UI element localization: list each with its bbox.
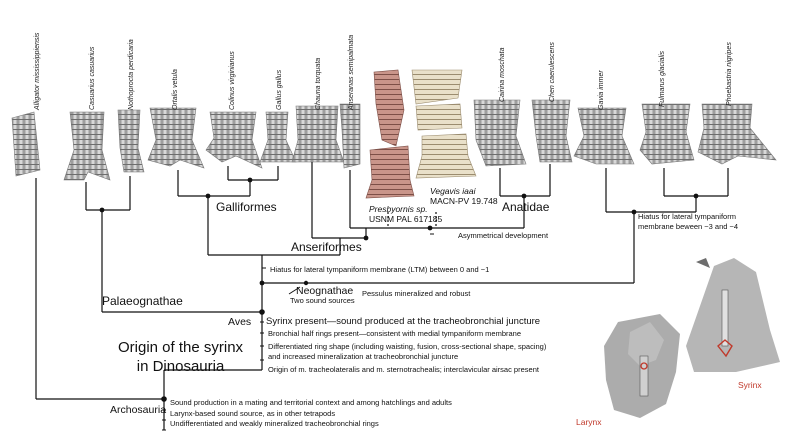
specimen-alligator [11, 111, 41, 177]
note-hiatus-ltm: Hiatus for lateral tympaniform membrane … [270, 265, 490, 274]
clade-anseriformes: Anseriformes [291, 240, 362, 254]
specimen-casuarius [63, 111, 111, 181]
heading-origin-line1: Origin of the syrinx [118, 339, 244, 356]
specimen-phoebastria [697, 103, 777, 165]
syrinx-inset [686, 258, 780, 372]
specimen-chauna [291, 105, 345, 163]
note-archosauria: Sound production in a mating and territo… [170, 398, 452, 430]
syrinx-caption: Syrinx [738, 380, 762, 390]
specimen-colinus [205, 111, 263, 169]
taxon-casuarius: Casuarius casuarius [89, 46, 96, 110]
fossil-label-presbyornis: Presbyornis sp. USNM PAL 617185 [369, 204, 442, 224]
note-arch-line2: Larynx-based sound source, as in other t… [170, 408, 336, 418]
fossil-label-vegavis: Vegavis iaai MACN-PV 19.748 [430, 186, 498, 206]
clade-neognathae: Neognathae [296, 285, 354, 297]
clade-galliformes: Galliformes [216, 200, 277, 214]
specimen-gavia [573, 107, 635, 165]
note-arch-line3: Undifferentiated and weakly mineralized … [170, 419, 379, 428]
note-half-rings: Bronchial half rings present—consistent … [268, 329, 522, 338]
tree-nodes [99, 177, 699, 402]
specimen-anseranas [339, 103, 361, 169]
taxon-alligator: Alligator mississippiensis [34, 32, 41, 110]
vegavis-specimen: MACN-PV 19.748 [430, 196, 498, 206]
fossil-presbyornis [365, 145, 415, 199]
character-ticks [162, 211, 638, 431]
specimen-chen [531, 99, 573, 163]
heading-origin-of-syrinx: Origin of the syrinx in Dinosauria [118, 338, 243, 376]
taxon-colinus: Colinus virginianus [229, 51, 236, 110]
presbyornis-name: Presbyornis sp. [369, 204, 428, 214]
taxon-chen: Chen caerulescens [549, 42, 556, 102]
tree-branches [35, 162, 729, 430]
taxon-gallus: Gallus gallus [276, 69, 283, 110]
note-hiatus-3-4: Hiatus for lateral tympaniform membrane … [638, 212, 738, 232]
note-ring-shape-line1: Differentiated ring shape (including wai… [268, 342, 547, 351]
specimen-gallus [259, 111, 297, 163]
taxon-phoebastria: Phoebastria nigripes [726, 42, 733, 106]
note-two-sources: Two sound sources [290, 296, 355, 305]
taxon-nothoprocta: Nothoprocta perdicaria [128, 39, 135, 110]
note-ring-shape-line2: and increased mineralization at tracheob… [268, 352, 459, 361]
fossil-vegavis [415, 133, 477, 179]
presbyornis-specimen: USNM PAL 617185 [369, 214, 443, 224]
vegavis-name: Vegavis iaai [430, 186, 476, 196]
specimen-nothoprocta [117, 109, 145, 173]
larynx-caption: Larynx [576, 417, 602, 427]
note-muscles: Origin of m. tracheolateralis and m. ste… [268, 365, 539, 374]
clade-archosauria: Archosauria [110, 404, 167, 416]
note-syrinx-present: Syrinx present—sound produced at the tra… [266, 316, 541, 327]
specimen-ortalis [147, 107, 205, 169]
note-hiatus-3-4-line1: Hiatus for lateral tympaniform [638, 212, 736, 221]
larynx-inset [604, 314, 680, 418]
specimen-cairina [473, 99, 527, 167]
taxon-fulmarus: Fulmarus glacialis [659, 50, 666, 107]
taxon-gavia: Gavia immer [598, 70, 605, 110]
specimen-fulmarus [639, 103, 695, 165]
clade-palaeognathae: Palaeognathae [102, 294, 183, 308]
clade-anatidae: Anatidae [502, 200, 550, 214]
taxon-ortalis: Ortalis vetula [172, 69, 179, 110]
note-arch-line1: Sound production in a mating and territo… [170, 398, 452, 407]
note-ring-shape: Differentiated ring shape (including wai… [268, 342, 546, 362]
fossil-cream-top [411, 69, 463, 131]
taxon-anseranas: Anseranas semipalmata [348, 34, 355, 110]
heading-origin-line2: in Dinosauria [136, 358, 225, 375]
fossil-pink-top [373, 69, 405, 147]
note-asymmetrical: Asymmetrical development [458, 231, 549, 240]
note-pessulus: Pessulus mineralized and robust [362, 289, 471, 298]
taxon-chauna: Chauna torquata [315, 57, 322, 110]
clade-aves: Aves [228, 316, 252, 328]
taxon-cairina: Cairina moschata [499, 47, 506, 102]
note-hiatus-3-4-line2: membrane beween −3 and −4 [638, 222, 739, 231]
